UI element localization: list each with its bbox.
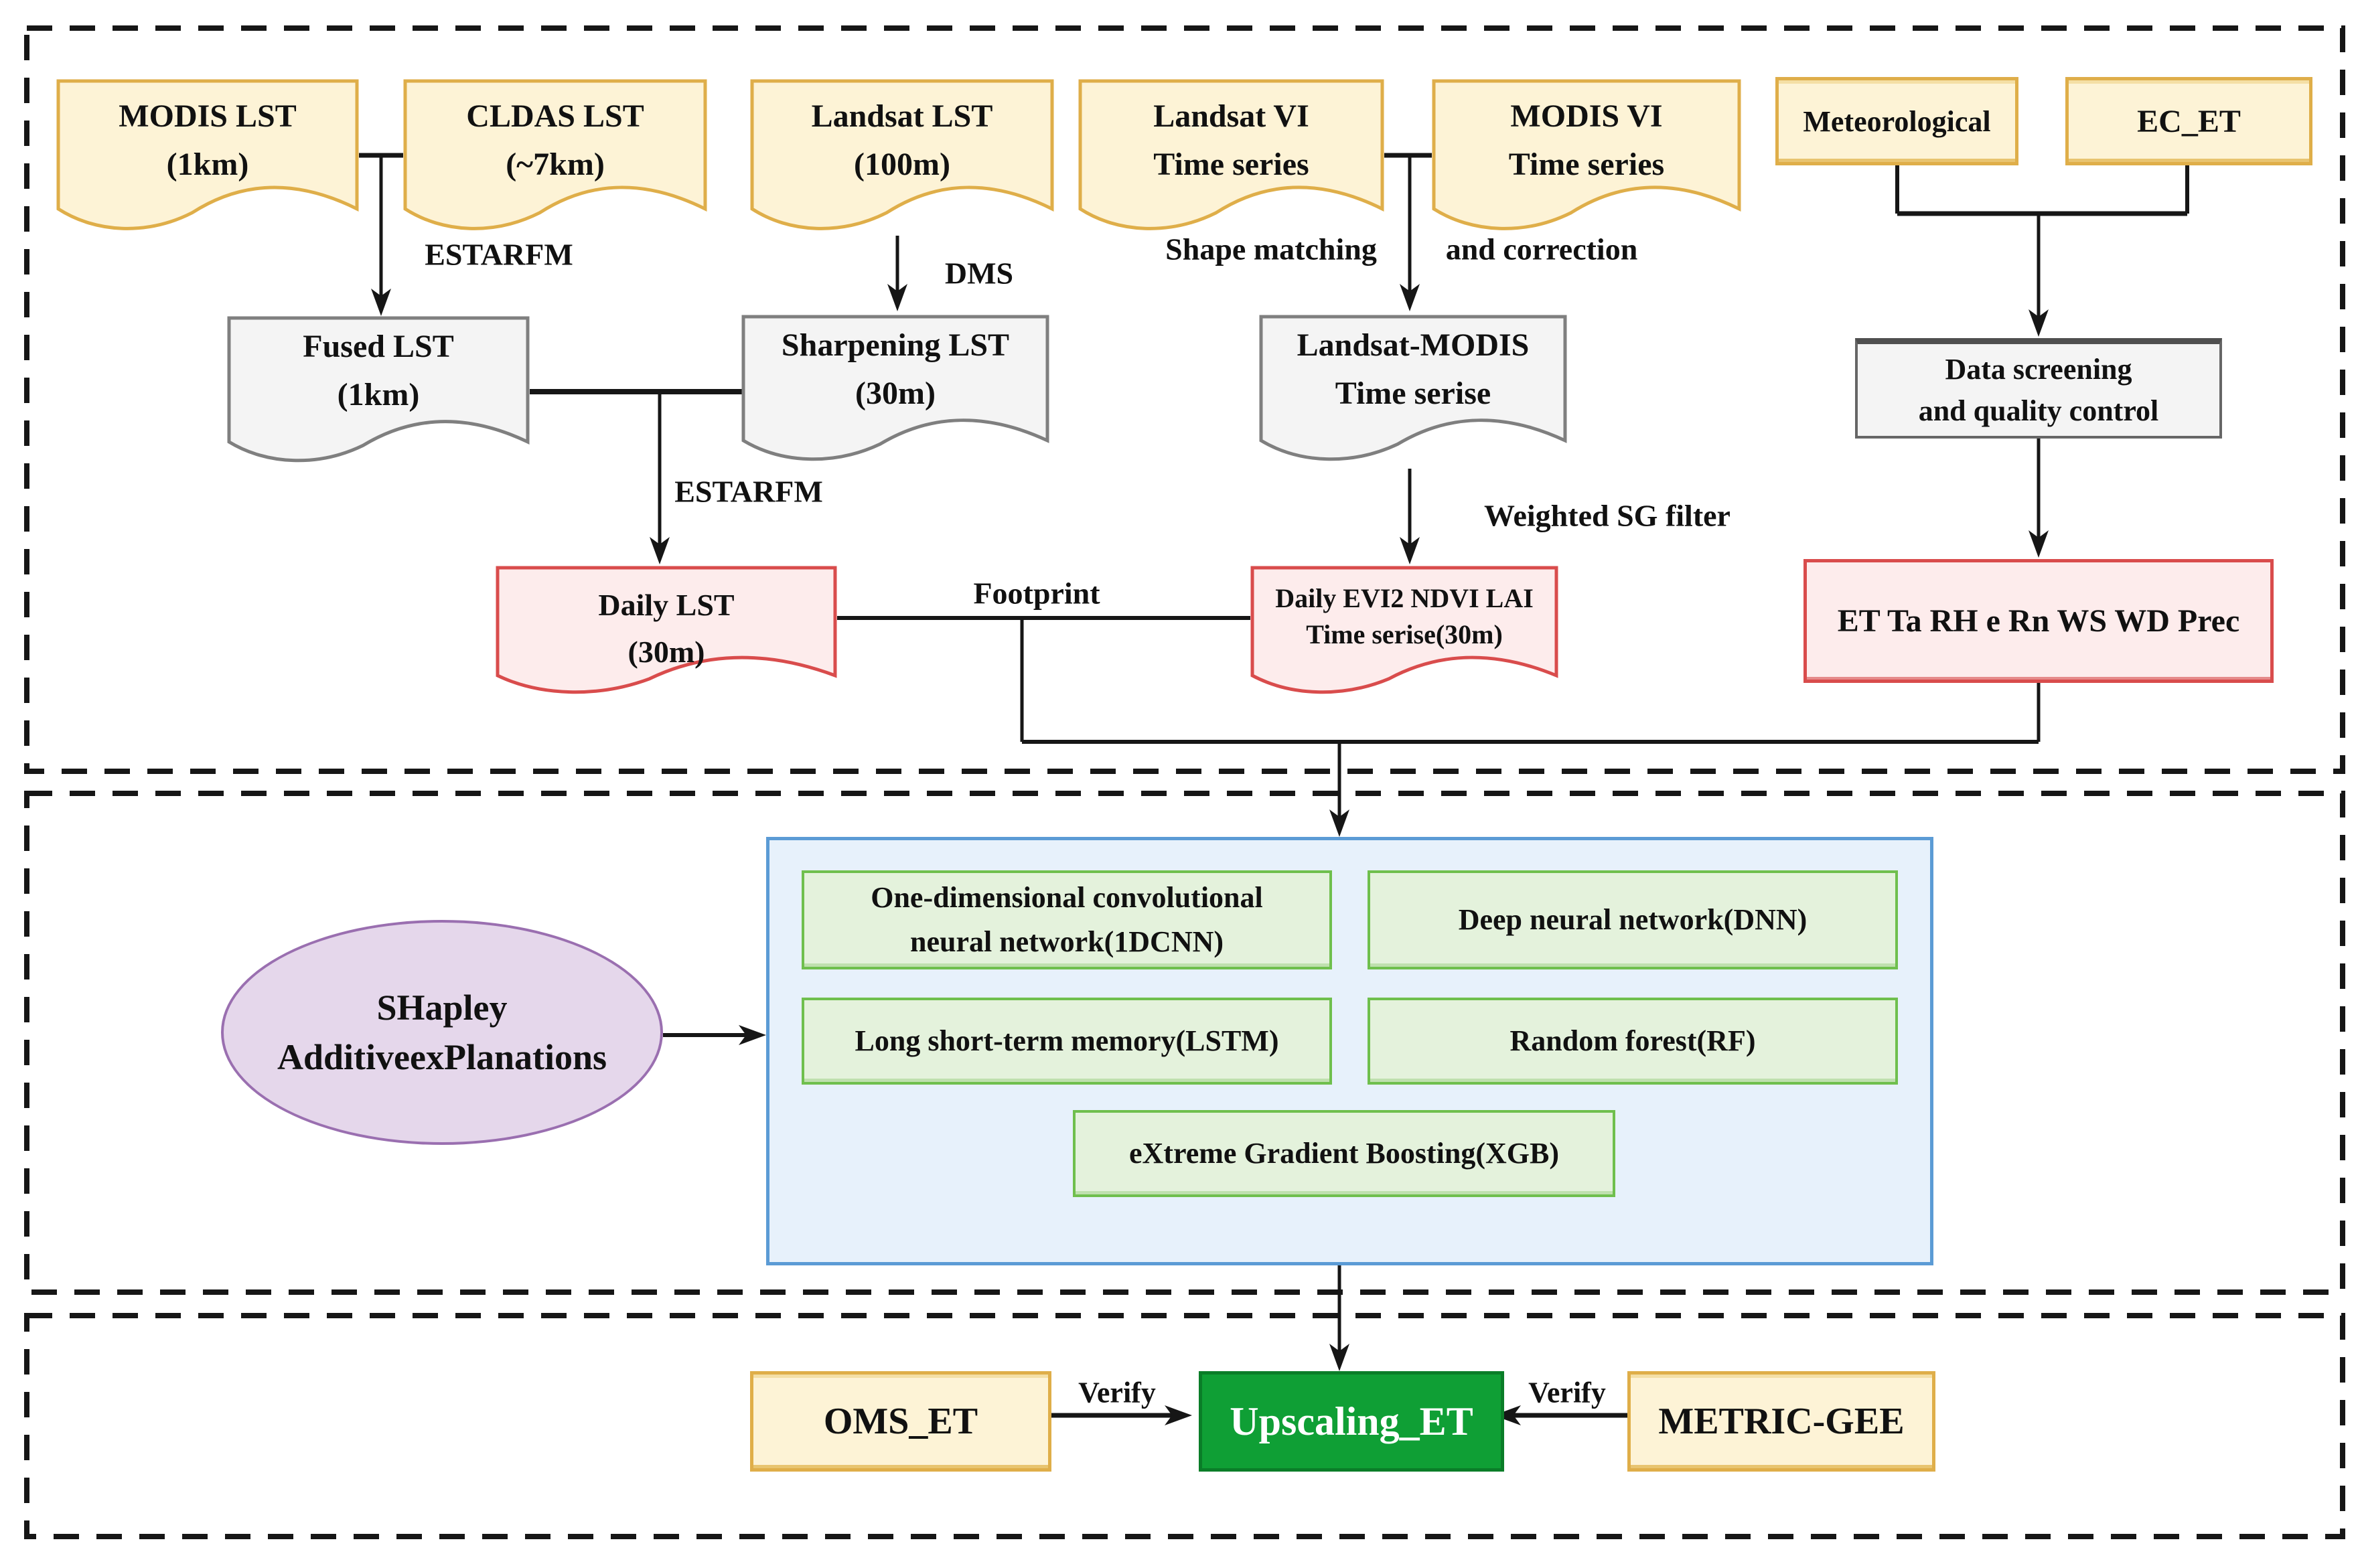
doc-sharpening-lst-line2: (30m) bbox=[855, 376, 936, 411]
doc-landsat-modis-line2: Time serise bbox=[1335, 376, 1491, 411]
box-lstm-label: Long short-term memory(LSTM) bbox=[855, 1024, 1279, 1057]
box-ec-et-label: EC_ET bbox=[2137, 103, 2241, 139]
doc-fused-lst-line1: Fused LST bbox=[303, 329, 454, 364]
box-data-screening-line1: Data screening bbox=[1945, 352, 2132, 386]
doc-landsat-modis-line1: Landsat-MODIS bbox=[1297, 327, 1530, 363]
section-2-border bbox=[24, 791, 2345, 1295]
doc-landsat-vi-line1: Landsat VI bbox=[1153, 98, 1309, 134]
doc-modis-lst-line2: (1km) bbox=[166, 147, 249, 182]
box-et-variables: ET Ta RH e Rn WS WD Prec bbox=[1803, 559, 2274, 683]
doc-modis-vi-line1: MODIS VI bbox=[1510, 98, 1663, 134]
box-meteorological: Meteorological bbox=[1775, 77, 2018, 165]
box-rf-label: Random forest(RF) bbox=[1509, 1024, 1756, 1057]
box-1dcnn-line2: neural network(1DCNN) bbox=[909, 925, 1224, 958]
label-shape-matching: Shape matching bbox=[1165, 232, 1377, 266]
section-3-border bbox=[24, 1313, 2345, 1539]
doc-sharpening-lst: Sharpening LST (30m) bbox=[741, 315, 1049, 467]
box-metric-gee: METRIC-GEE bbox=[1627, 1371, 1935, 1472]
box-xgb: eXtreme Gradient Boosting(XGB) bbox=[1073, 1110, 1615, 1197]
box-dnn: Deep neural network(DNN) bbox=[1368, 870, 1898, 969]
doc-cldas-lst: CLDAS LST (~7km) bbox=[403, 79, 707, 237]
box-data-screening: Data screening and quality control bbox=[1855, 338, 2222, 439]
doc-modis-vi: MODIS VI Time series bbox=[1432, 79, 1741, 237]
label-dms: DMS bbox=[944, 256, 1014, 291]
label-verify-left: Verify bbox=[1078, 1376, 1156, 1409]
box-ec-et: EC_ET bbox=[2065, 77, 2312, 165]
box-upscaling-et: Upscaling_ET bbox=[1199, 1371, 1504, 1472]
ellipse-shap: SHapley AdditiveexPlanations bbox=[221, 920, 663, 1145]
doc-modis-vi-line2: Time series bbox=[1508, 147, 1665, 182]
box-metric-gee-label: METRIC-GEE bbox=[1658, 1401, 1905, 1442]
section-1-border bbox=[24, 25, 2345, 774]
doc-sharpening-lst-line1: Sharpening LST bbox=[781, 327, 1010, 363]
doc-modis-lst: MODIS LST (1km) bbox=[56, 79, 359, 237]
doc-fused-lst-line2: (1km) bbox=[337, 377, 420, 412]
box-data-screening-line2: and quality control bbox=[1918, 394, 2159, 427]
doc-daily-lst-line1: Daily LST bbox=[598, 588, 735, 622]
label-verify-right: Verify bbox=[1528, 1376, 1606, 1409]
doc-landsat-lst-line2: (100m) bbox=[854, 147, 950, 182]
label-estarfm-1: ESTARFM bbox=[425, 237, 573, 272]
doc-modis-lst-line1: MODIS LST bbox=[119, 98, 297, 134]
box-meteorological-label: Meteorological bbox=[1803, 104, 1991, 138]
ellipse-shap-line2: AdditiveexPlanations bbox=[277, 1037, 607, 1077]
doc-landsat-vi: Landsat VI Time series bbox=[1078, 79, 1384, 237]
label-footprint: Footprint bbox=[973, 576, 1100, 611]
box-1dcnn-line1: One-dimensional convolutional bbox=[871, 881, 1263, 914]
doc-landsat-lst-line1: Landsat LST bbox=[811, 98, 993, 134]
box-rf: Random forest(RF) bbox=[1368, 998, 1898, 1085]
doc-landsat-lst: Landsat LST (100m) bbox=[750, 79, 1054, 237]
label-and-correction: and correction bbox=[1445, 232, 1638, 266]
box-1dcnn: One-dimensional convolutional neural net… bbox=[802, 870, 1332, 969]
doc-fused-lst: Fused LST (1km) bbox=[227, 316, 530, 469]
box-oms-et-label: OMS_ET bbox=[823, 1401, 978, 1442]
doc-cldas-lst-line2: (~7km) bbox=[506, 147, 605, 182]
doc-daily-lst: Daily LST (30m) bbox=[496, 566, 837, 700]
doc-daily-lst-line2: (30m) bbox=[628, 635, 705, 669]
doc-landsat-modis: Landsat-MODIS Time serise bbox=[1259, 315, 1567, 467]
arrowheads bbox=[371, 284, 2049, 1425]
doc-cldas-lst-line1: CLDAS LST bbox=[466, 98, 644, 134]
box-lstm: Long short-term memory(LSTM) bbox=[802, 998, 1332, 1085]
box-dnn-label: Deep neural network(DNN) bbox=[1458, 903, 1808, 936]
label-weighted-sg-filter: Weighted SG filter bbox=[1484, 498, 1730, 533]
box-xgb-label: eXtreme Gradient Boosting(XGB) bbox=[1129, 1137, 1559, 1170]
box-upscaling-et-label: Upscaling_ET bbox=[1230, 1399, 1473, 1443]
ellipse-shap-line1: SHapley bbox=[376, 988, 508, 1028]
doc-daily-evi2-line2: Time serise(30m) bbox=[1306, 619, 1503, 649]
doc-daily-evi2: Daily EVI2 NDVI LAI Time serise(30m) bbox=[1250, 566, 1558, 700]
box-et-variables-label: ET Ta RH e Rn WS WD Prec bbox=[1837, 603, 2240, 639]
doc-landsat-vi-line2: Time series bbox=[1153, 147, 1309, 182]
label-estarfm-2: ESTARFM bbox=[674, 474, 823, 509]
doc-daily-evi2-line1: Daily EVI2 NDVI LAI bbox=[1275, 583, 1534, 613]
box-oms-et: OMS_ET bbox=[750, 1371, 1051, 1472]
